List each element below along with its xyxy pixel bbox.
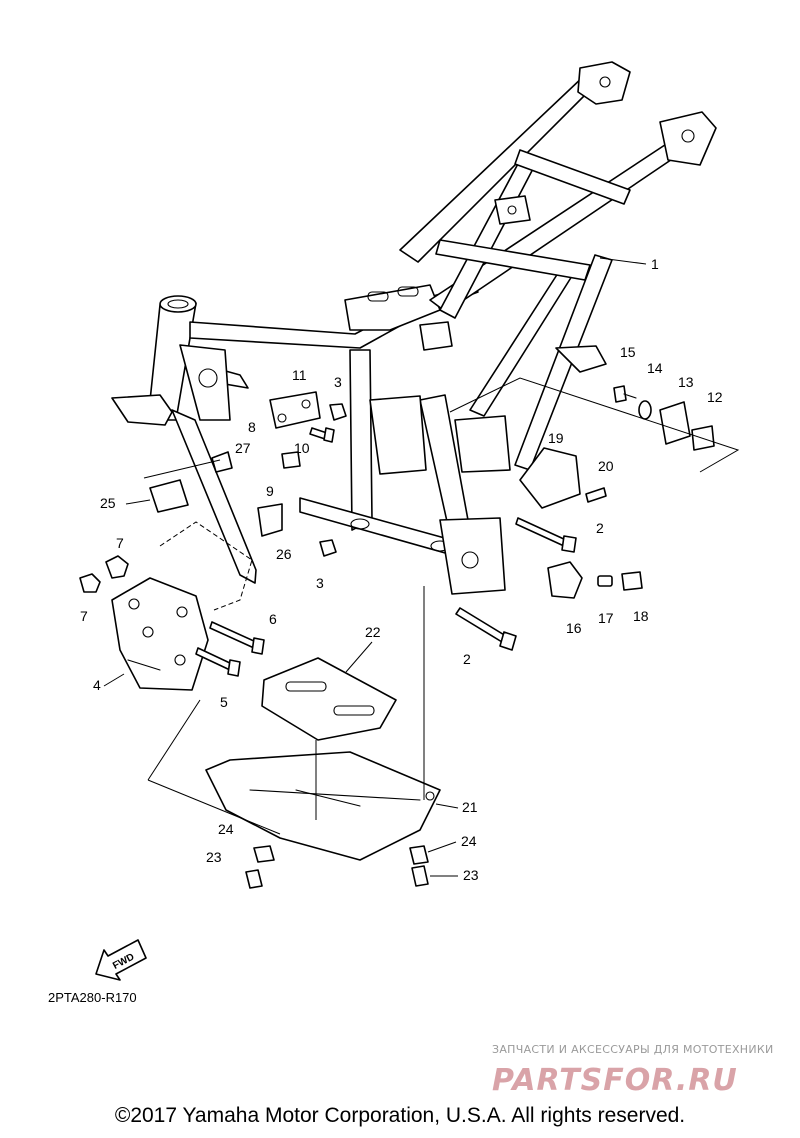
callout-16: 16	[566, 620, 582, 636]
callout-3b: 3	[316, 575, 324, 591]
diagram-code: 2PTA280-R170	[48, 990, 137, 1005]
fasteners	[79, 385, 715, 889]
callout-8: 8	[248, 419, 256, 435]
callout-5: 5	[220, 694, 228, 710]
callout-27: 27	[235, 440, 251, 456]
callout-4: 4	[93, 677, 101, 693]
main-frame	[111, 61, 717, 595]
callout-20: 20	[598, 458, 614, 474]
engine-mount-plate	[111, 577, 209, 691]
callout-21: 21	[462, 799, 478, 815]
skid-plate	[205, 657, 441, 861]
callout-11: 11	[292, 367, 307, 383]
fwd-arrow-icon: FWD	[95, 939, 147, 981]
callout-19: 19	[548, 430, 564, 446]
callout-3: 3	[334, 374, 342, 390]
callout-7: 7	[116, 535, 124, 551]
callout-12: 12	[707, 389, 723, 405]
copyright-notice: ©2017 Yamaha Motor Corporation, U.S.A. A…	[114, 1104, 686, 1127]
callout-23: 23	[206, 849, 222, 865]
callout-14: 14	[647, 360, 663, 376]
watermark-logo: PARTSFOR.RU	[492, 1063, 738, 1096]
callout-15: 15	[620, 344, 636, 360]
callout-18: 18	[633, 608, 649, 624]
callout-6: 6	[269, 611, 277, 627]
callout-26: 26	[276, 546, 292, 562]
svg-text:PARTSFOR.RU: PARTSFOR.RU	[492, 1063, 738, 1096]
callout-1: 1	[651, 256, 659, 272]
callout-24b: 24	[461, 833, 477, 849]
callout-10: 10	[294, 440, 310, 456]
watermark-tagline: ЗАПЧАСТИ И АКСЕССУАРЫ ДЛЯ МОТОТЕХНИКИ	[492, 1043, 774, 1056]
reference-lines	[143, 377, 740, 835]
callout-9: 9	[266, 483, 274, 499]
callout-23b: 23	[463, 867, 479, 883]
callout-17: 17	[598, 610, 614, 626]
callout-13: 13	[678, 374, 694, 390]
callout-25: 25	[100, 495, 116, 511]
callout-7b: 7	[80, 608, 88, 624]
callout-24: 24	[218, 821, 234, 837]
callout-2b: 2	[463, 651, 471, 667]
callout-22: 22	[365, 624, 381, 640]
callout-2: 2	[596, 520, 604, 536]
callout-numbers: 1 2 2 3 3 4 5 6 7 7 8 9 10 11 12 13 14 1…	[80, 256, 723, 883]
